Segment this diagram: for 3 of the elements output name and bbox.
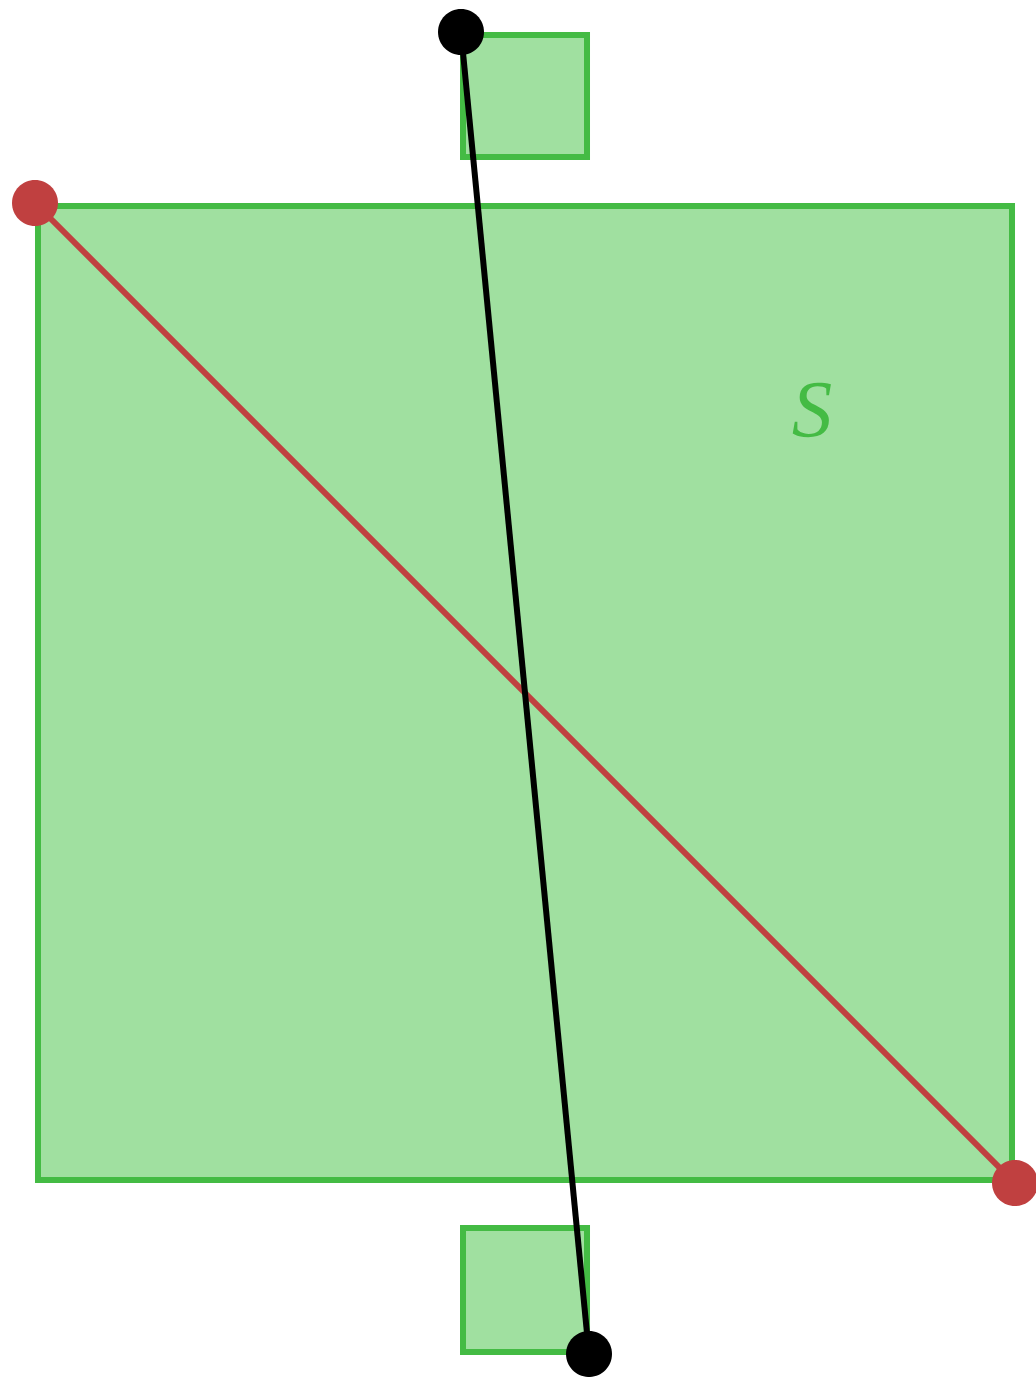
square: S bbox=[35, 203, 1015, 1183]
small-square bbox=[460, 32, 590, 160]
small-square bbox=[460, 1225, 590, 1355]
